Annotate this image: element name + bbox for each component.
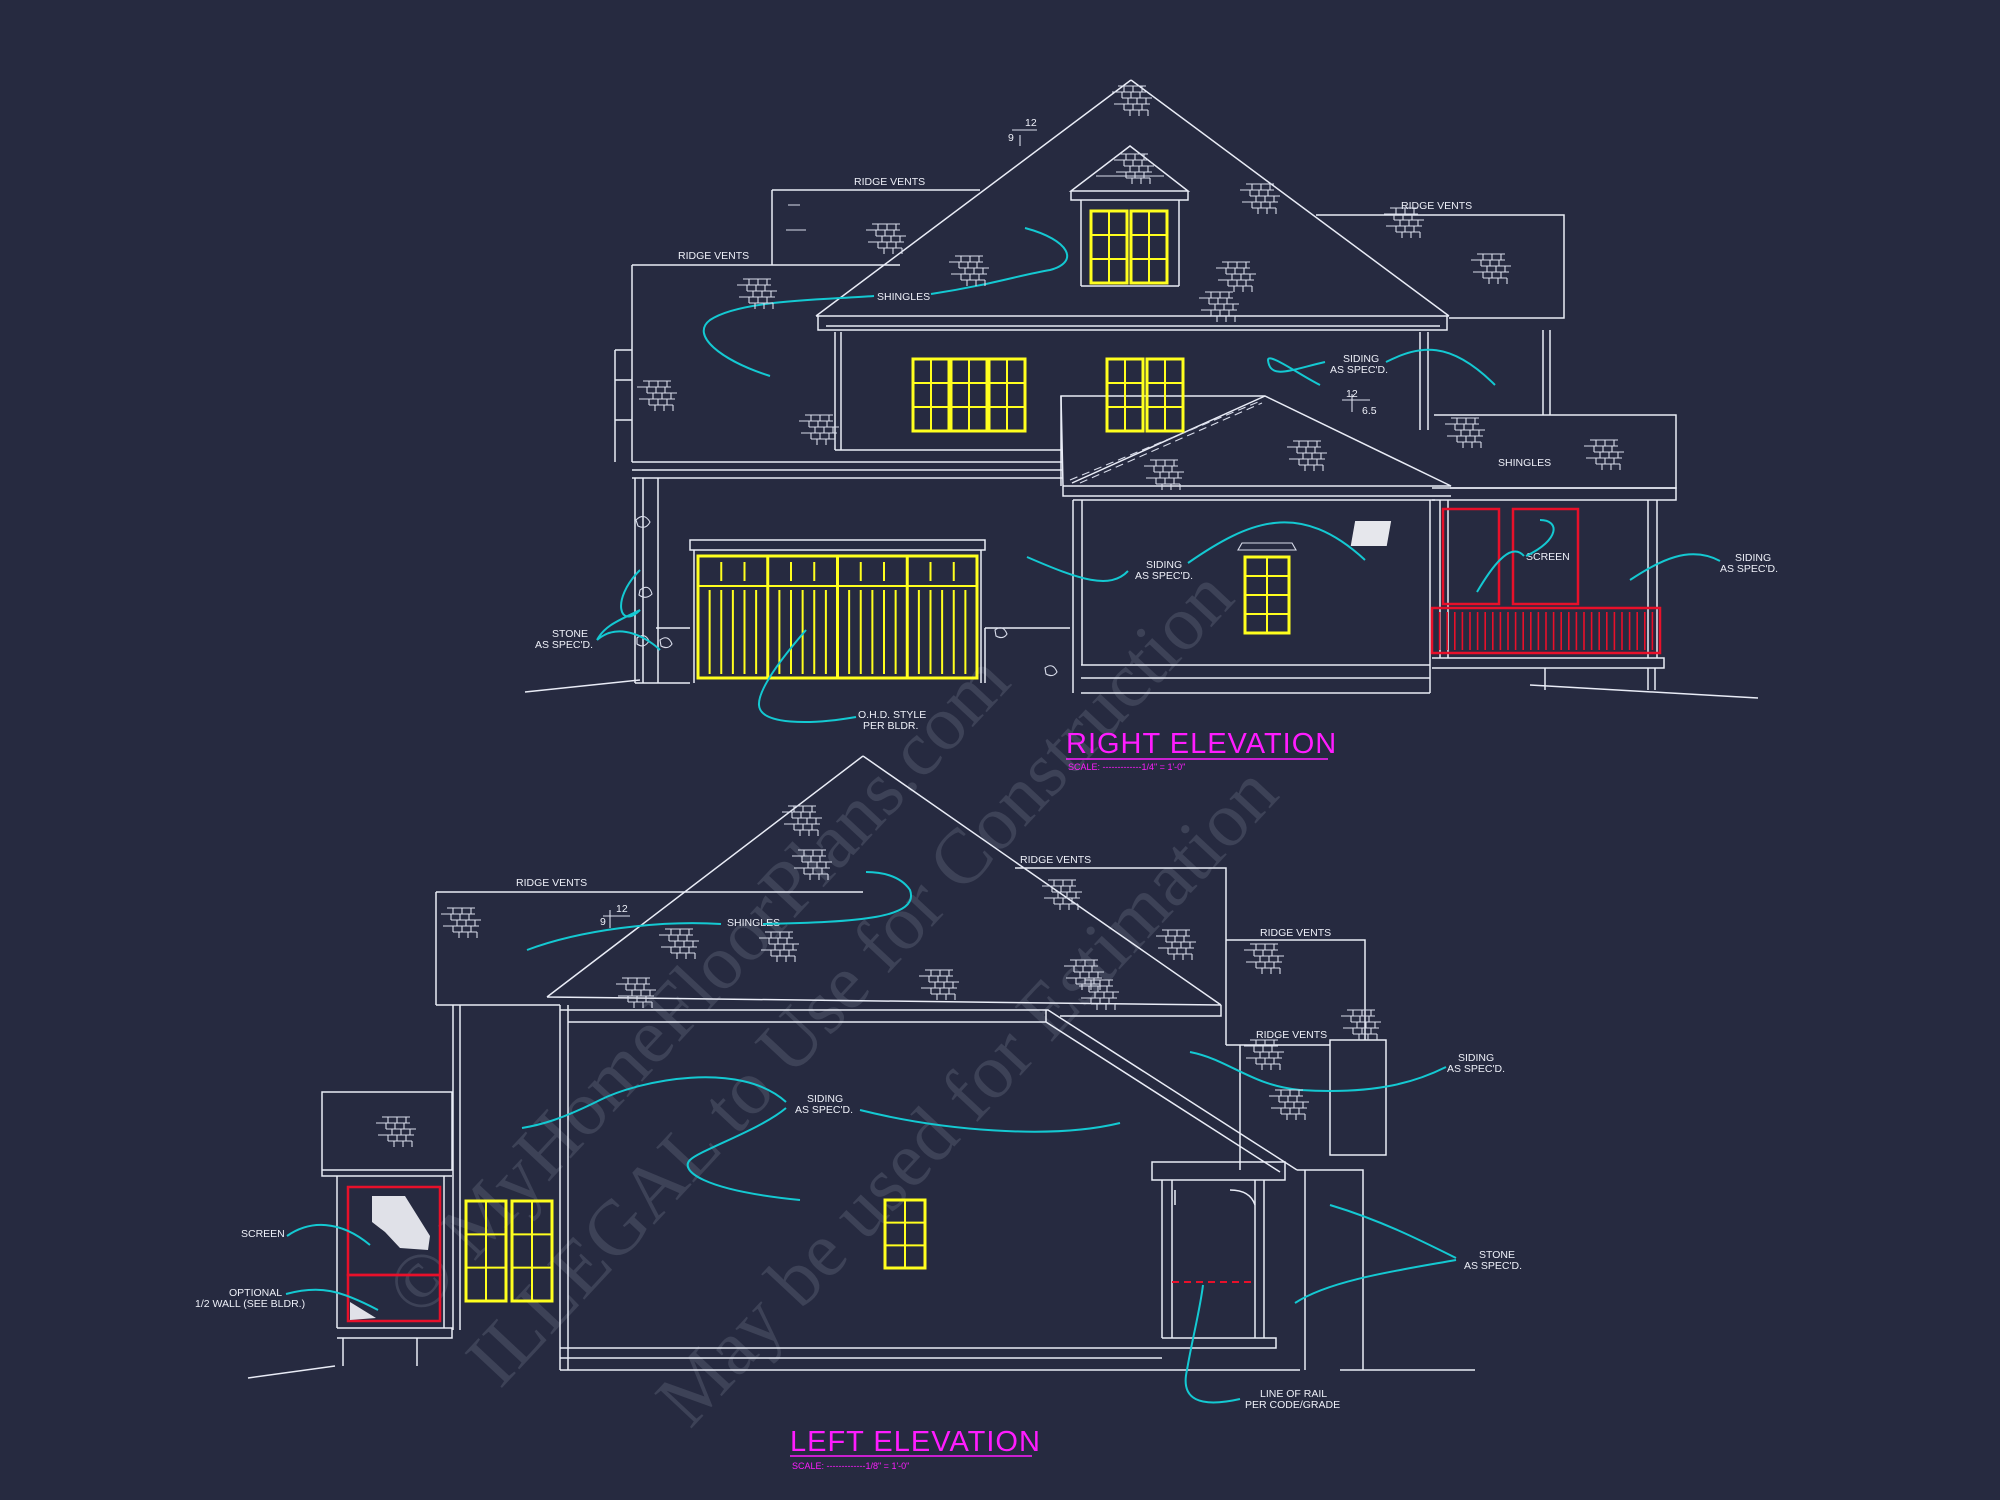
note-shingles: SHINGLES — [727, 917, 780, 929]
note-ridge-vents: RIDGE VENTS — [1020, 854, 1091, 866]
note-shingles: SHINGLES — [1498, 457, 1551, 469]
left-main-gable — [452, 755, 1298, 1370]
left-elevation-title: LEFT ELEVATION — [790, 1426, 1041, 1458]
lower-window-head — [1237, 542, 1297, 551]
right-porch-gable — [1060, 395, 1452, 497]
note-siding: SIDING — [1735, 552, 1771, 564]
right-dormer-window — [1089, 209, 1169, 285]
note-siding: SIDING — [1343, 353, 1379, 365]
svg-text:12: 12 — [1346, 388, 1358, 400]
right-garage-body — [634, 478, 1070, 684]
right-porch-rail — [1430, 606, 1662, 655]
right-elevation-title: RIGHT ELEVATION — [1066, 728, 1337, 760]
note-siding: AS SPEC'D. — [1720, 563, 1778, 575]
left-ground-line — [247, 1365, 1475, 1379]
left-pitch-symbol: 12 9 — [600, 903, 630, 928]
right-main-eave — [632, 461, 1063, 479]
note-ridge-vents: RIDGE VENTS — [678, 250, 749, 262]
left-elevation-scale: SCALE: -------------1/8" = 1'-0" — [792, 1461, 909, 1471]
left-porch-entry — [1151, 1161, 1286, 1349]
right-screen-tear-graphic — [1350, 521, 1392, 546]
note-siding: AS SPEC'D. — [1447, 1063, 1505, 1075]
right-elevation-scale: SCALE: -------------1/4" = 1'-0" — [1068, 762, 1185, 772]
note-optional: 1/2 WALL (SEE BLDR.) — [195, 1298, 305, 1310]
screen-tear-graphic — [372, 1196, 430, 1250]
right-main-gable — [815, 79, 1450, 450]
note-stone: STONE — [1479, 1249, 1515, 1261]
note-ridge-vents: RIDGE VENTS — [1401, 200, 1472, 212]
note-ohd-style: O.H.D. STYLE — [858, 709, 926, 721]
right-screen-panel-1 — [1441, 507, 1501, 606]
note-siding: SIDING — [1458, 1052, 1494, 1064]
note-ridge-vents: RIDGE VENTS — [516, 877, 587, 889]
note-screen: SCREEN — [241, 1228, 285, 1240]
right-upper-window-double — [1105, 357, 1185, 433]
left-right-roof-blocks — [1015, 867, 1387, 1370]
left-screen-wing — [321, 1091, 453, 1366]
watermark: © MyHomeFloorPlans.com ILLEGAL to Use fo… — [369, 552, 1294, 1441]
right-upper-window-triple — [911, 357, 1027, 433]
svg-text:9: 9 — [1008, 132, 1014, 144]
right-porch — [1432, 487, 1677, 690]
right-leaders — [596, 227, 1721, 723]
right-ground-line — [524, 679, 1759, 699]
note-screen: SCREEN — [1526, 551, 1570, 563]
svg-text:12: 12 — [1025, 117, 1037, 129]
note-siding: SIDING — [1146, 559, 1182, 571]
left-notes: RIDGE VENTS RIDGE VENTS RIDGE VENTS RIDG… — [195, 854, 1522, 1411]
svg-text:9: 9 — [600, 916, 606, 928]
right-porch-rail-balusters — [1438, 612, 1654, 650]
left-elevation: 12 9 RIDGE VENTS RIDGE VENTS RIDGE VENTS… — [195, 755, 1522, 1471]
right-lower-window — [1237, 542, 1297, 635]
note-ridge-vents: RIDGE VENTS — [854, 176, 925, 188]
note-ohd-style: PER BLDR. — [863, 720, 918, 732]
note-stone: AS SPEC'D. — [535, 639, 593, 651]
note-line-of-rail: LINE OF RAIL — [1260, 1388, 1327, 1400]
note-optional: OPTIONAL — [229, 1287, 282, 1299]
note-ridge-vents: RIDGE VENTS — [1256, 1029, 1327, 1041]
left-base-lines — [560, 1347, 1300, 1371]
left-shingle-marks — [376, 805, 1381, 1147]
right-lower-body — [1072, 499, 1435, 694]
right-elevation: 12 9 12 6.5 RIDGE VENTS RIDGE VENTS — [524, 79, 1778, 772]
note-siding: AS SPEC'D. — [1135, 570, 1193, 582]
note-siding: AS SPEC'D. — [795, 1104, 853, 1116]
right-pitch-symbol: 12 9 12 6.5 — [1008, 117, 1377, 417]
note-stone: STONE — [552, 628, 588, 640]
note-siding: AS SPEC'D. — [1330, 364, 1388, 376]
left-leaders — [285, 871, 1457, 1404]
note-siding: SIDING — [807, 1093, 843, 1105]
note-ridge-vents: RIDGE VENTS — [1260, 927, 1331, 939]
right-screen-panel-2 — [1511, 507, 1580, 606]
left-double-window — [464, 1199, 554, 1303]
garage-door — [696, 554, 979, 680]
left-left-roof-block — [435, 891, 863, 1006]
right-left-wing-roof — [614, 189, 980, 462]
note-shingles: SHINGLES — [877, 291, 930, 303]
right-dormer — [1068, 145, 1191, 287]
svg-text:6.5: 6.5 — [1362, 405, 1377, 417]
right-shingle-marks — [637, 85, 1624, 490]
note-line-of-rail: PER CODE/GRADE — [1245, 1399, 1340, 1411]
svg-text:12: 12 — [616, 903, 628, 915]
right-notes: RIDGE VENTS RIDGE VENTS RIDGE VENTS SHIN… — [535, 176, 1778, 732]
note-stone: AS SPEC'D. — [1464, 1260, 1522, 1272]
left-small-window — [883, 1198, 927, 1270]
right-screen-porch — [1350, 507, 1662, 655]
